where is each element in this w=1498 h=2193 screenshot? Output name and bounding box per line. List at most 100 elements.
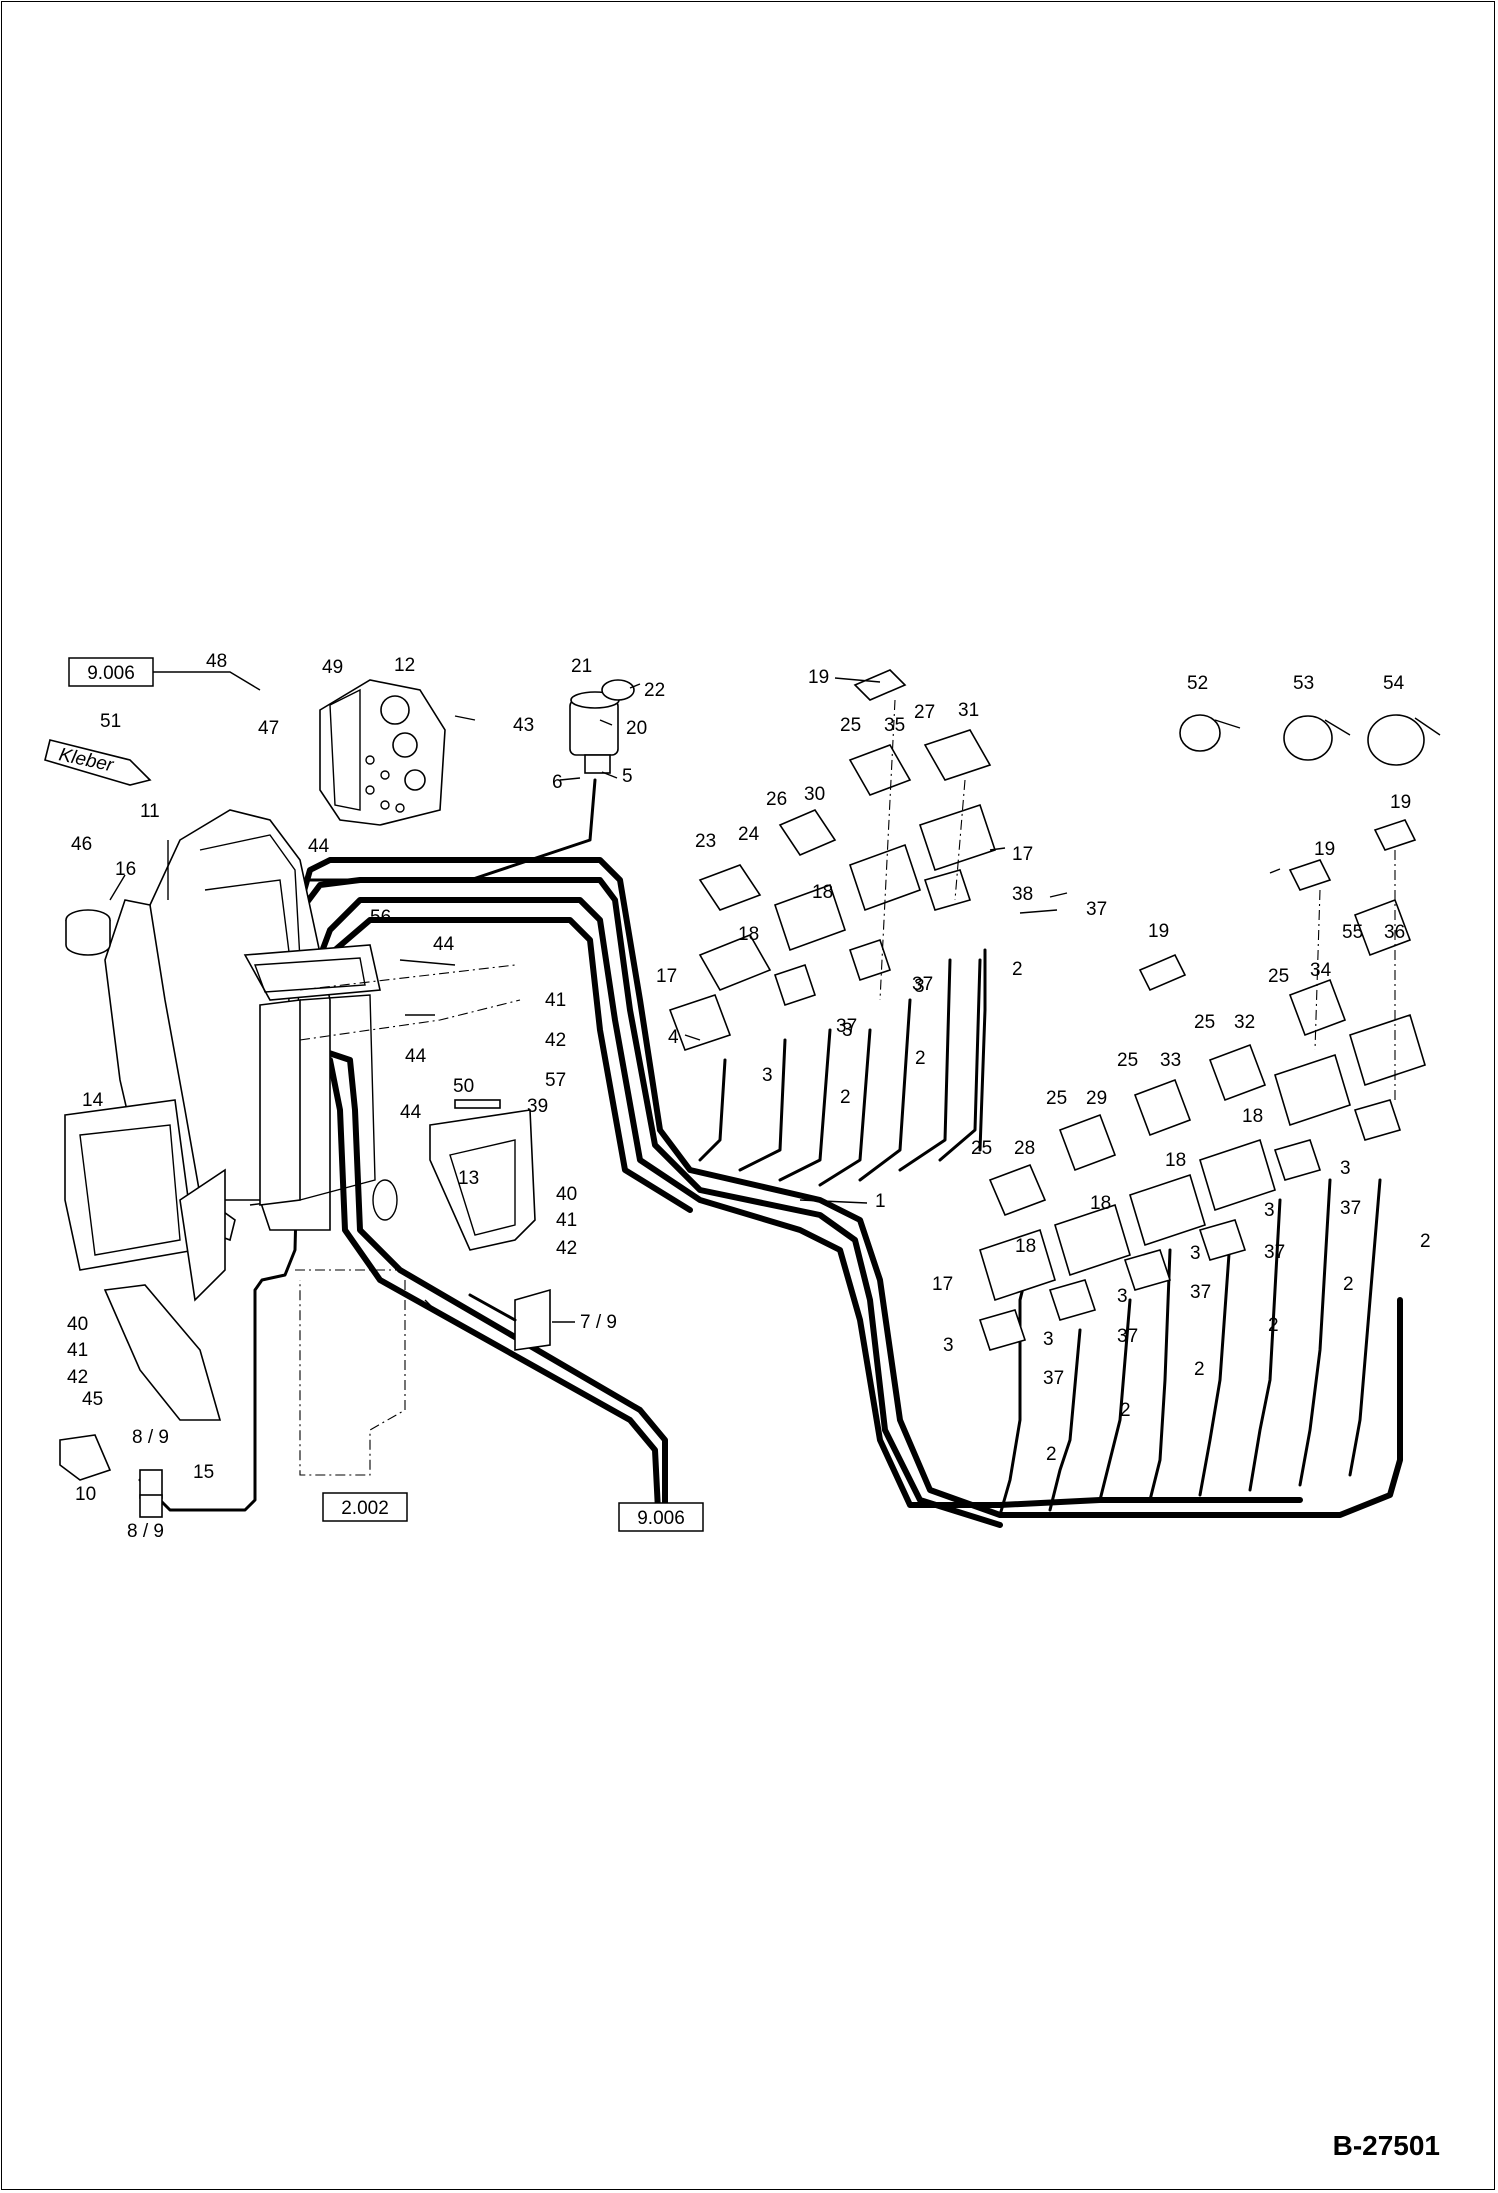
- callout-41c: 41: [545, 990, 566, 1011]
- callout-1: 1: [875, 1191, 886, 1212]
- ring-46: [65, 909, 111, 956]
- callout-37d: 37: [1340, 1198, 1361, 1219]
- callout-22: 22: [644, 680, 665, 701]
- callout-8-9a: 8 / 9: [132, 1427, 169, 1448]
- callout-56: 56: [370, 907, 391, 928]
- callout-12: 12: [394, 655, 415, 676]
- callout-23: 23: [695, 831, 716, 852]
- callout-18e: 18: [1090, 1193, 1111, 1214]
- callout-33: 33: [1160, 1050, 1181, 1071]
- callout-18d: 18: [1165, 1150, 1186, 1171]
- callout-3d: 3: [1340, 1158, 1351, 1179]
- callout-53: 53: [1293, 673, 1314, 694]
- callout-31: 31: [958, 700, 979, 721]
- callout-3h: 3: [1043, 1329, 1054, 1350]
- callout-24: 24: [738, 824, 760, 845]
- ignition-key-switch: [569, 679, 635, 774]
- callout-2c: 2: [840, 1087, 851, 1108]
- callout-38: 38: [1012, 884, 1033, 905]
- callout-2e: 2: [1343, 1274, 1354, 1295]
- callout-25b: 25: [1268, 966, 1289, 987]
- ref-top-left: 9.006: [87, 663, 135, 684]
- callout-44d: 44: [400, 1102, 422, 1123]
- callout-46: 46: [71, 834, 92, 855]
- drawing-number: B-27501: [1332, 2130, 1440, 2161]
- callout-37b: 37: [912, 974, 933, 995]
- callout-37a: 37: [1086, 899, 1107, 920]
- switch-group-right: [978, 819, 1426, 1351]
- callout-44b: 44: [433, 934, 455, 955]
- callout-51: 51: [100, 711, 121, 732]
- callout-18a: 18: [738, 924, 759, 945]
- callout-39: 39: [527, 1096, 548, 1117]
- glue-tube: Kleber: [44, 739, 152, 786]
- callout-34: 34: [1310, 960, 1332, 981]
- callout-2i: 2: [1046, 1444, 1057, 1465]
- callout-18f: 18: [1015, 1236, 1036, 1257]
- callout-42b: 42: [67, 1367, 88, 1388]
- callout-36: 36: [1384, 922, 1405, 943]
- main-cable-harness: [138, 778, 1403, 1528]
- callout-3b: 3: [842, 1020, 853, 1041]
- callout-7-9: 7 / 9: [580, 1312, 617, 1333]
- plug-10: [59, 1434, 163, 1518]
- callout-2a: 2: [1012, 959, 1023, 980]
- callout-25f: 25: [971, 1138, 992, 1159]
- ref-box-bottom-center: [322, 1492, 408, 1522]
- callout-29: 29: [1086, 1088, 1107, 1109]
- callout-21: 21: [571, 656, 592, 677]
- callout-19a: 19: [808, 667, 829, 688]
- callout-5: 5: [622, 766, 633, 787]
- callout-25d: 25: [1117, 1050, 1138, 1071]
- callout-41b: 41: [67, 1340, 88, 1361]
- ref-bottom-center: 2.002: [341, 1498, 389, 1519]
- callout-2d: 2: [1420, 1231, 1431, 1252]
- callout-30: 30: [804, 784, 825, 805]
- callout-27: 27: [914, 702, 935, 723]
- callout-37f: 37: [1190, 1282, 1211, 1303]
- mounting-plate: [429, 1099, 536, 1251]
- callout-45: 45: [82, 1389, 103, 1410]
- callout-41a: 41: [556, 1210, 577, 1231]
- callout-19d: 19: [1148, 921, 1169, 942]
- connector-block-7-9: [468, 1288, 551, 1351]
- instrument-panel: [319, 679, 446, 826]
- callout-18c: 18: [1242, 1106, 1263, 1127]
- callout-32: 32: [1234, 1012, 1255, 1033]
- callout-49: 49: [322, 657, 343, 678]
- callout-42c: 42: [545, 1030, 566, 1051]
- callout-25a: 25: [840, 715, 861, 736]
- callout-2h: 2: [1120, 1400, 1131, 1421]
- callout-2f: 2: [1268, 1315, 1279, 1336]
- callout-25e: 25: [1046, 1088, 1067, 1109]
- callout-44c: 44: [405, 1046, 427, 1067]
- callout-labels: 1 4 5 6 7 / 9 8 / 9 8 / 9 10 11 12 13 14…: [67, 651, 1431, 1542]
- ref-box-bottom-cable: [618, 1502, 704, 1532]
- cable-ties: [1179, 714, 1441, 766]
- callout-44a: 44: [308, 836, 330, 857]
- callout-55: 55: [1342, 922, 1363, 943]
- callout-4: 4: [668, 1027, 679, 1048]
- callout-47: 47: [258, 718, 279, 739]
- callout-19c: 19: [1314, 839, 1335, 860]
- leader-lines: [109, 671, 1281, 1323]
- callout-3i: 3: [943, 1335, 954, 1356]
- callout-20: 20: [626, 718, 647, 739]
- switch-group-upper: [668, 669, 997, 1052]
- callout-6: 6: [552, 772, 563, 793]
- callout-54: 54: [1383, 673, 1405, 694]
- callout-17b: 17: [1012, 844, 1033, 865]
- bottom-cover: [103, 1284, 222, 1421]
- callout-11: 11: [140, 801, 160, 822]
- callout-2g: 2: [1194, 1359, 1205, 1380]
- callout-3e: 3: [1264, 1200, 1275, 1221]
- callout-28: 28: [1014, 1138, 1035, 1159]
- side-cover-panel: [64, 1099, 226, 1302]
- callout-42a: 42: [556, 1238, 577, 1259]
- callout-37g: 37: [1117, 1326, 1138, 1347]
- callout-3g: 3: [1117, 1286, 1128, 1307]
- callout-14: 14: [82, 1090, 104, 1111]
- callout-25c: 25: [1194, 1012, 1215, 1033]
